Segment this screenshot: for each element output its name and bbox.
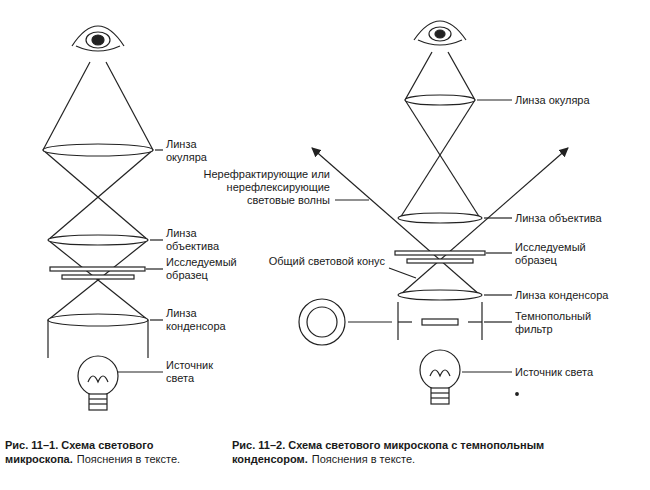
part-label: Линза объектива bbox=[166, 227, 238, 253]
part-label: Линза конденсора bbox=[166, 307, 242, 333]
part-label: Источник света bbox=[166, 359, 236, 385]
caption-note: Пояснения в тексте. bbox=[312, 453, 415, 465]
part-label: Линза объектива bbox=[515, 212, 635, 225]
part-label: Источник света bbox=[515, 366, 635, 379]
figure-caption: Рис. 11–1. Схема светового микроскопа.По… bbox=[5, 438, 220, 466]
part-label: Общий световой конус bbox=[265, 255, 385, 268]
part-label: Линза окуляра bbox=[515, 94, 635, 107]
part-label: Исследуемый образец bbox=[515, 241, 595, 267]
figure-caption: Рис. 11–2. Схема светового микроскопа с … bbox=[232, 438, 642, 466]
part-label: Линза окуляра bbox=[166, 138, 238, 164]
caption-note: Пояснения в тексте. bbox=[77, 453, 180, 465]
part-label: Исследуемый образец bbox=[166, 256, 246, 282]
part-label: Нерефрактирующие или нерефлексирующие св… bbox=[178, 168, 330, 207]
part-label: Темнопольный фильтр bbox=[515, 310, 600, 336]
part-label: Линза конденсора bbox=[515, 289, 635, 302]
